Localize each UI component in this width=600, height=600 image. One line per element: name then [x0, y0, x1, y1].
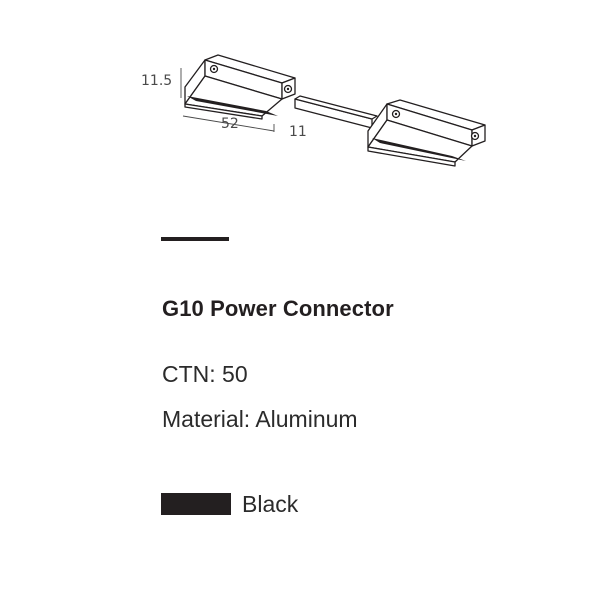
product-title: G10 Power Connector — [162, 296, 394, 321]
material-spec: Material: Aluminum — [162, 406, 358, 432]
height-dimension-label: 11.5 — [141, 73, 172, 89]
color-option: Black — [161, 489, 298, 519]
dimension-lines — [180, 68, 275, 132]
title-divider — [161, 237, 229, 241]
color-label: Black — [242, 490, 299, 517]
color-swatch — [161, 493, 231, 515]
right-module — [367, 99, 486, 167]
product-drawing: 11.5 52 11 — [141, 54, 486, 167]
left-module — [184, 54, 296, 120]
length-dimension-label: 52 — [221, 116, 239, 132]
connector-bar — [294, 95, 378, 129]
ctn-spec: CTN: 50 — [162, 361, 248, 387]
gap-dimension-label: 11 — [289, 124, 307, 140]
